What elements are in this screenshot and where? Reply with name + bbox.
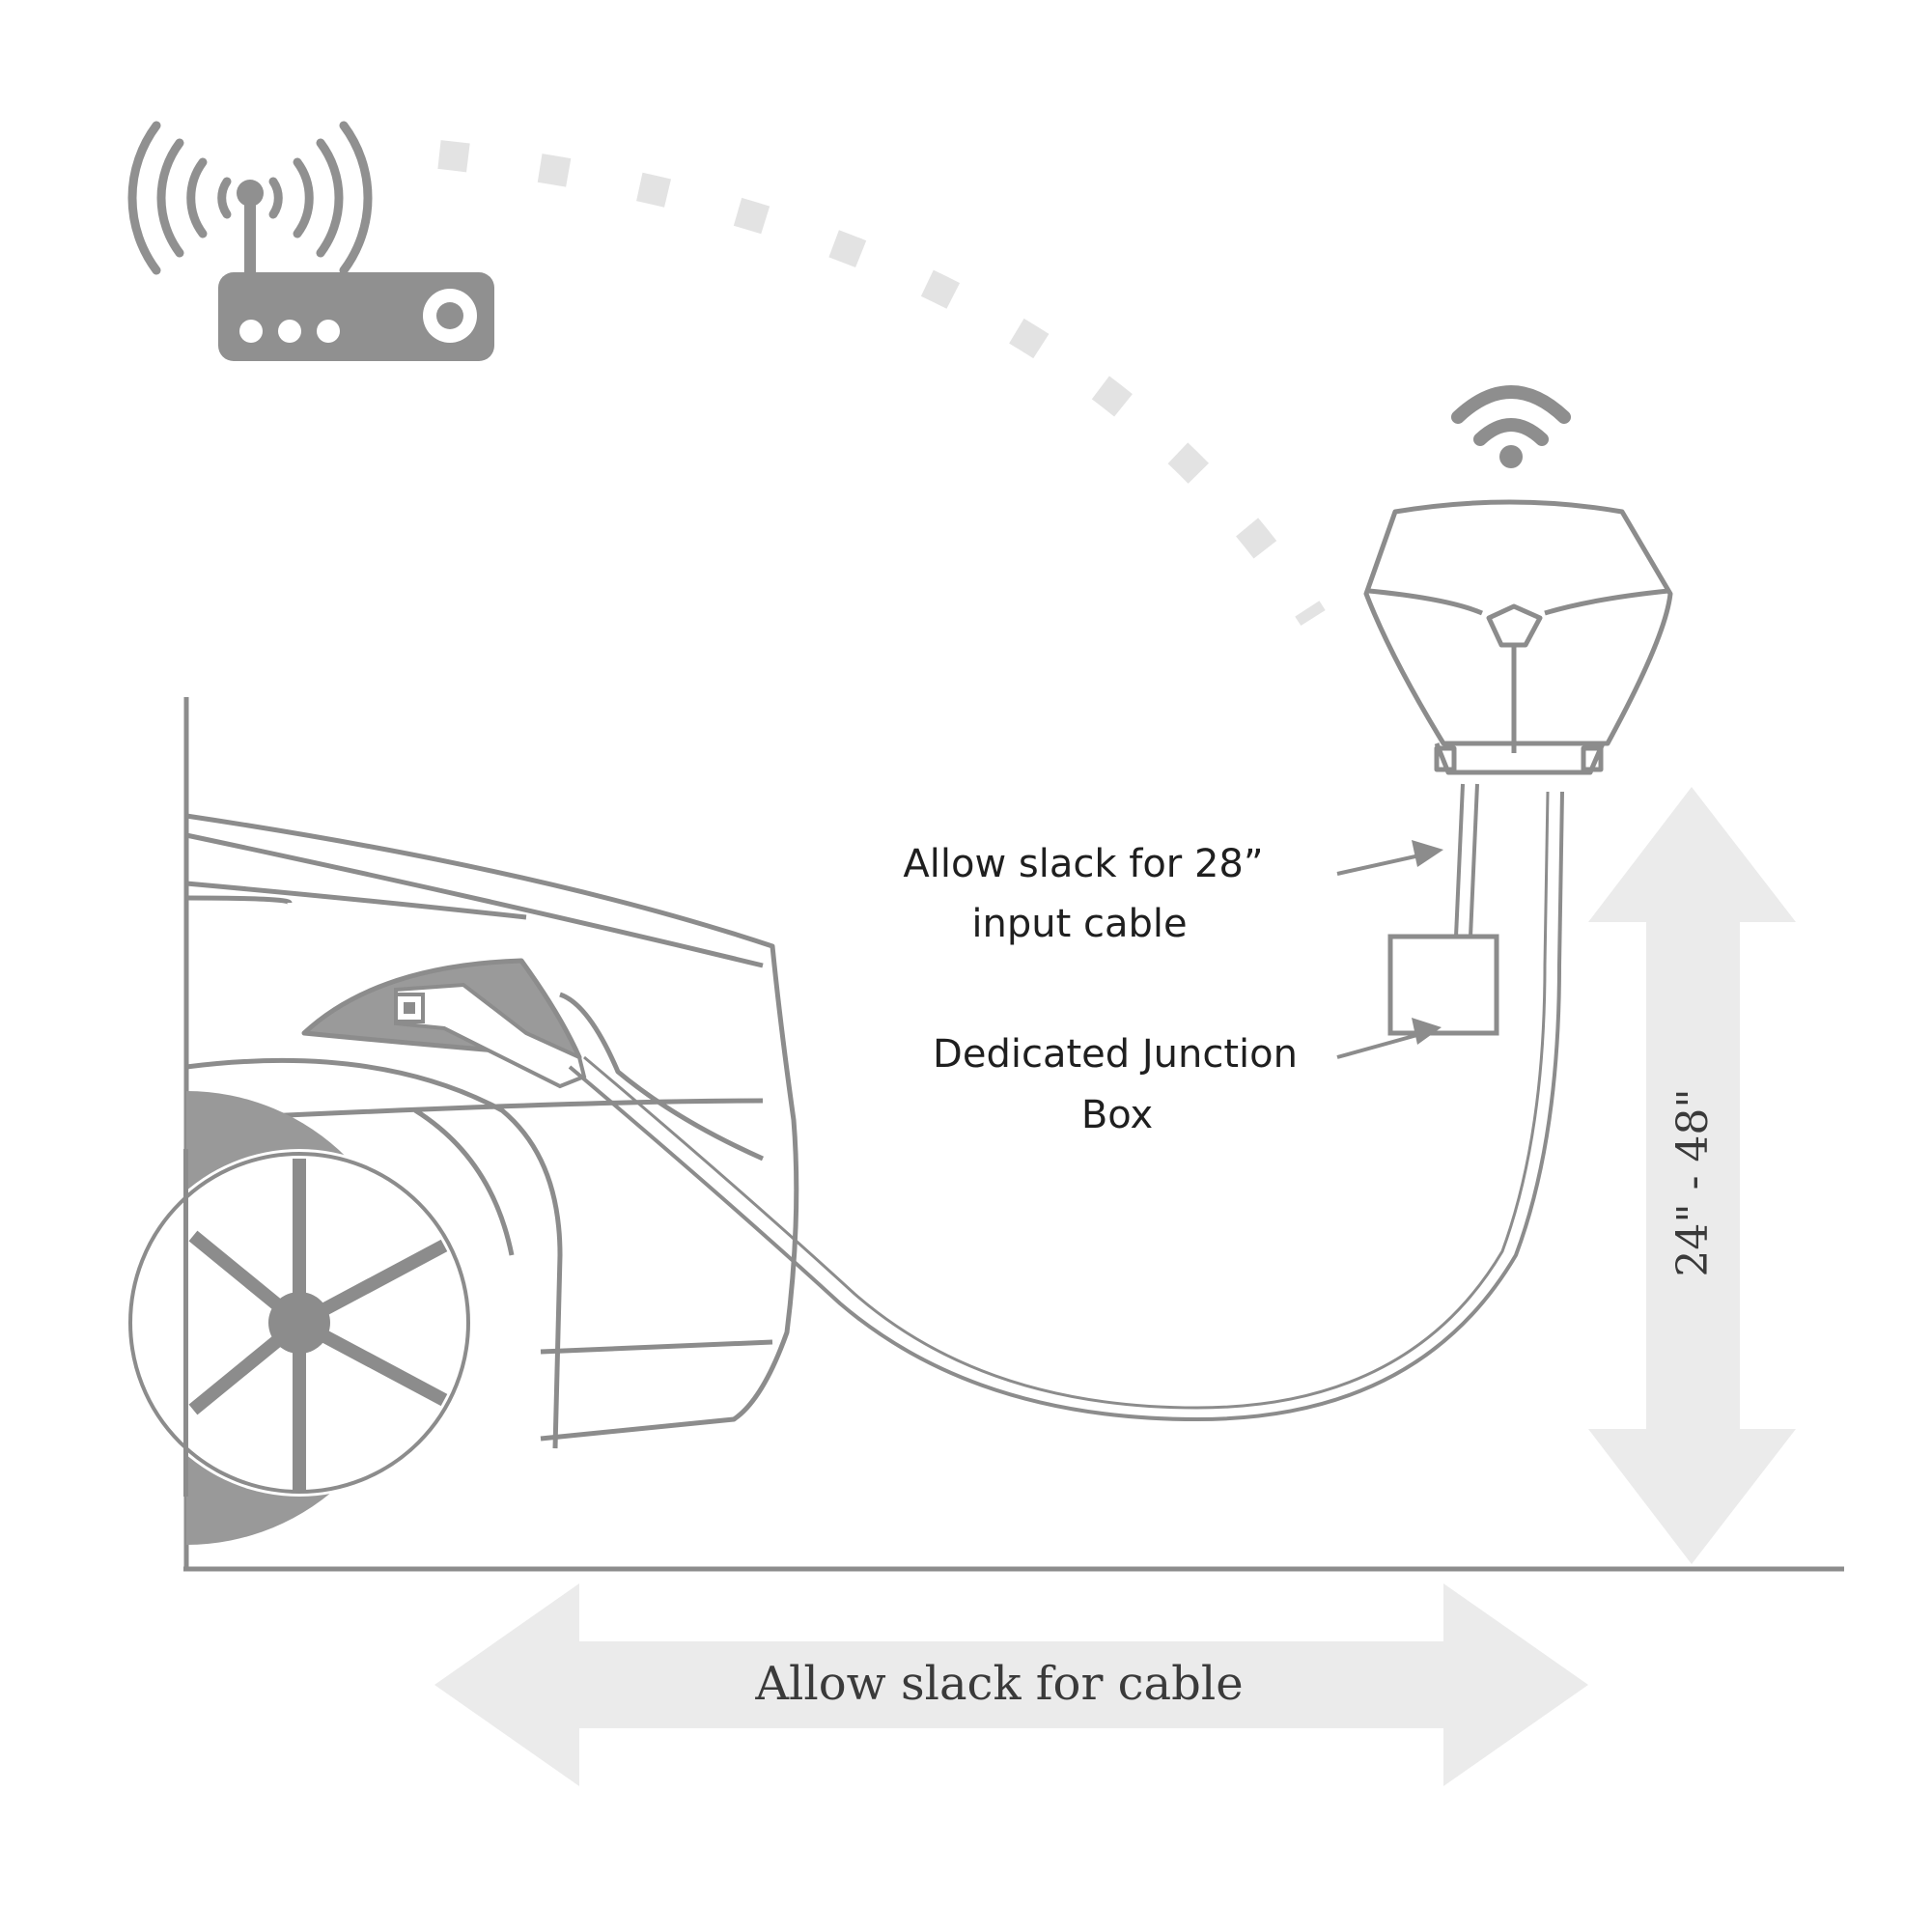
junction-box-label-line1: Dedicated Junction: [933, 1032, 1298, 1077]
cable-slack-label: Allow slack for cable: [754, 1657, 1243, 1711]
charging-connector: [394, 982, 587, 1089]
junction-box: [1387, 934, 1499, 1036]
height-range-label: 24" - 48": [1668, 1088, 1718, 1276]
ev-charger-unit: [1363, 499, 1673, 775]
height-dimension-arrow: [1588, 787, 1796, 1564]
wireless-signal-wave: [437, 140, 1326, 627]
wifi-router-icon: [127, 121, 494, 361]
input-cable: [1454, 783, 1479, 938]
junction-box-label-line2: Box: [1081, 1093, 1153, 1137]
output-cable: [568, 791, 1564, 1422]
pointer-arrows: [1336, 840, 1443, 1059]
input-cable-label-line1: Allow slack for 28”: [903, 842, 1263, 886]
wifi-signal-icon: [1451, 385, 1571, 468]
input-cable-label-line2: input cable: [971, 902, 1187, 946]
cable-slack-dimension-arrow: [434, 1583, 1588, 1786]
car-wheel: [126, 1091, 473, 1545]
